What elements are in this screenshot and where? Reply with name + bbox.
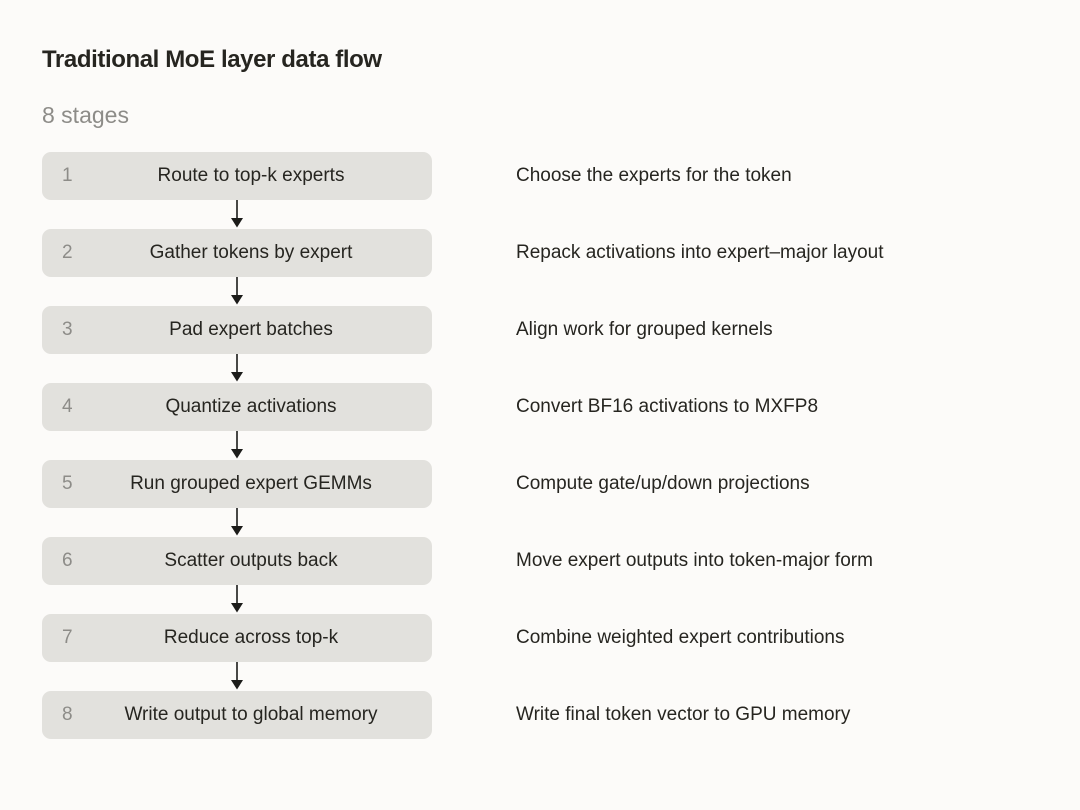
stage-description: Align work for grouped kernels: [516, 319, 773, 340]
stage-row: 7 Reduce across top-k Combine weighted e…: [42, 614, 844, 690]
stage-box: 3 Pad expert batches: [42, 306, 432, 354]
page-title: Traditional MoE layer data flow: [42, 46, 382, 73]
down-arrow-icon: [42, 431, 432, 460]
down-arrow-icon: [42, 662, 432, 691]
stage-number: 4: [62, 396, 73, 417]
stage-row: 3 Pad expert batches Align work for grou…: [42, 306, 773, 382]
stage-number: 3: [62, 319, 73, 340]
stage-description: Convert BF16 activations to MXFP8: [516, 396, 819, 417]
stage-label: Scatter outputs back: [164, 550, 338, 571]
stage-box: 5 Run grouped expert GEMMs: [42, 460, 432, 508]
stage-label: Gather tokens by expert: [149, 242, 353, 263]
stage-count-subtitle: 8 stages: [42, 102, 129, 128]
stage-row: 4 Quantize activations Convert BF16 acti…: [42, 383, 818, 459]
flow-diagram: 1 Route to top-k experts Choose the expe…: [42, 152, 884, 739]
stage-description: Combine weighted expert contributions: [516, 627, 845, 648]
stage-row: 2 Gather tokens by expert Repack activat…: [42, 229, 884, 305]
stage-label: Reduce across top-k: [163, 627, 339, 648]
stage-box: 4 Quantize activations: [42, 383, 432, 431]
stage-label: Quantize activations: [165, 396, 337, 417]
stage-description: Move expert outputs into token-major for…: [516, 550, 873, 571]
stage-label: Route to top-k experts: [157, 165, 345, 186]
down-arrow-icon: [42, 508, 432, 537]
stage-box: 1 Route to top-k experts: [42, 152, 432, 200]
stage-description: Repack activations into expert–major lay…: [516, 242, 884, 263]
down-arrow-icon: [42, 277, 432, 306]
down-arrow-icon: [42, 200, 432, 229]
stage-description: Write final token vector to GPU memory: [516, 704, 851, 725]
stage-description: Compute gate/up/down projections: [516, 473, 810, 494]
stage-box: 8 Write output to global memory: [42, 691, 432, 739]
stage-number: 7: [62, 627, 73, 648]
stage-row: 6 Scatter outputs back Move expert outpu…: [42, 537, 873, 613]
stage-row: 5 Run grouped expert GEMMs Compute gate/…: [42, 460, 810, 536]
stage-box: 2 Gather tokens by expert: [42, 229, 432, 277]
stage-number: 6: [62, 550, 73, 571]
stage-label: Run grouped expert GEMMs: [130, 473, 372, 494]
stage-row: 1 Route to top-k experts Choose the expe…: [42, 152, 792, 228]
stage-number: 8: [62, 704, 73, 725]
down-arrow-icon: [42, 585, 432, 614]
stage-row: 8 Write output to global memory Write fi…: [42, 691, 850, 739]
down-arrow-icon: [42, 354, 432, 383]
stage-box: 6 Scatter outputs back: [42, 537, 432, 585]
stage-number: 1: [62, 165, 73, 186]
stage-label: Pad expert batches: [169, 319, 333, 340]
stage-number: 5: [62, 473, 73, 494]
stage-number: 2: [62, 242, 73, 263]
stage-description: Choose the experts for the token: [516, 165, 792, 186]
stage-box: 7 Reduce across top-k: [42, 614, 432, 662]
stage-label: Write output to global memory: [124, 704, 378, 725]
